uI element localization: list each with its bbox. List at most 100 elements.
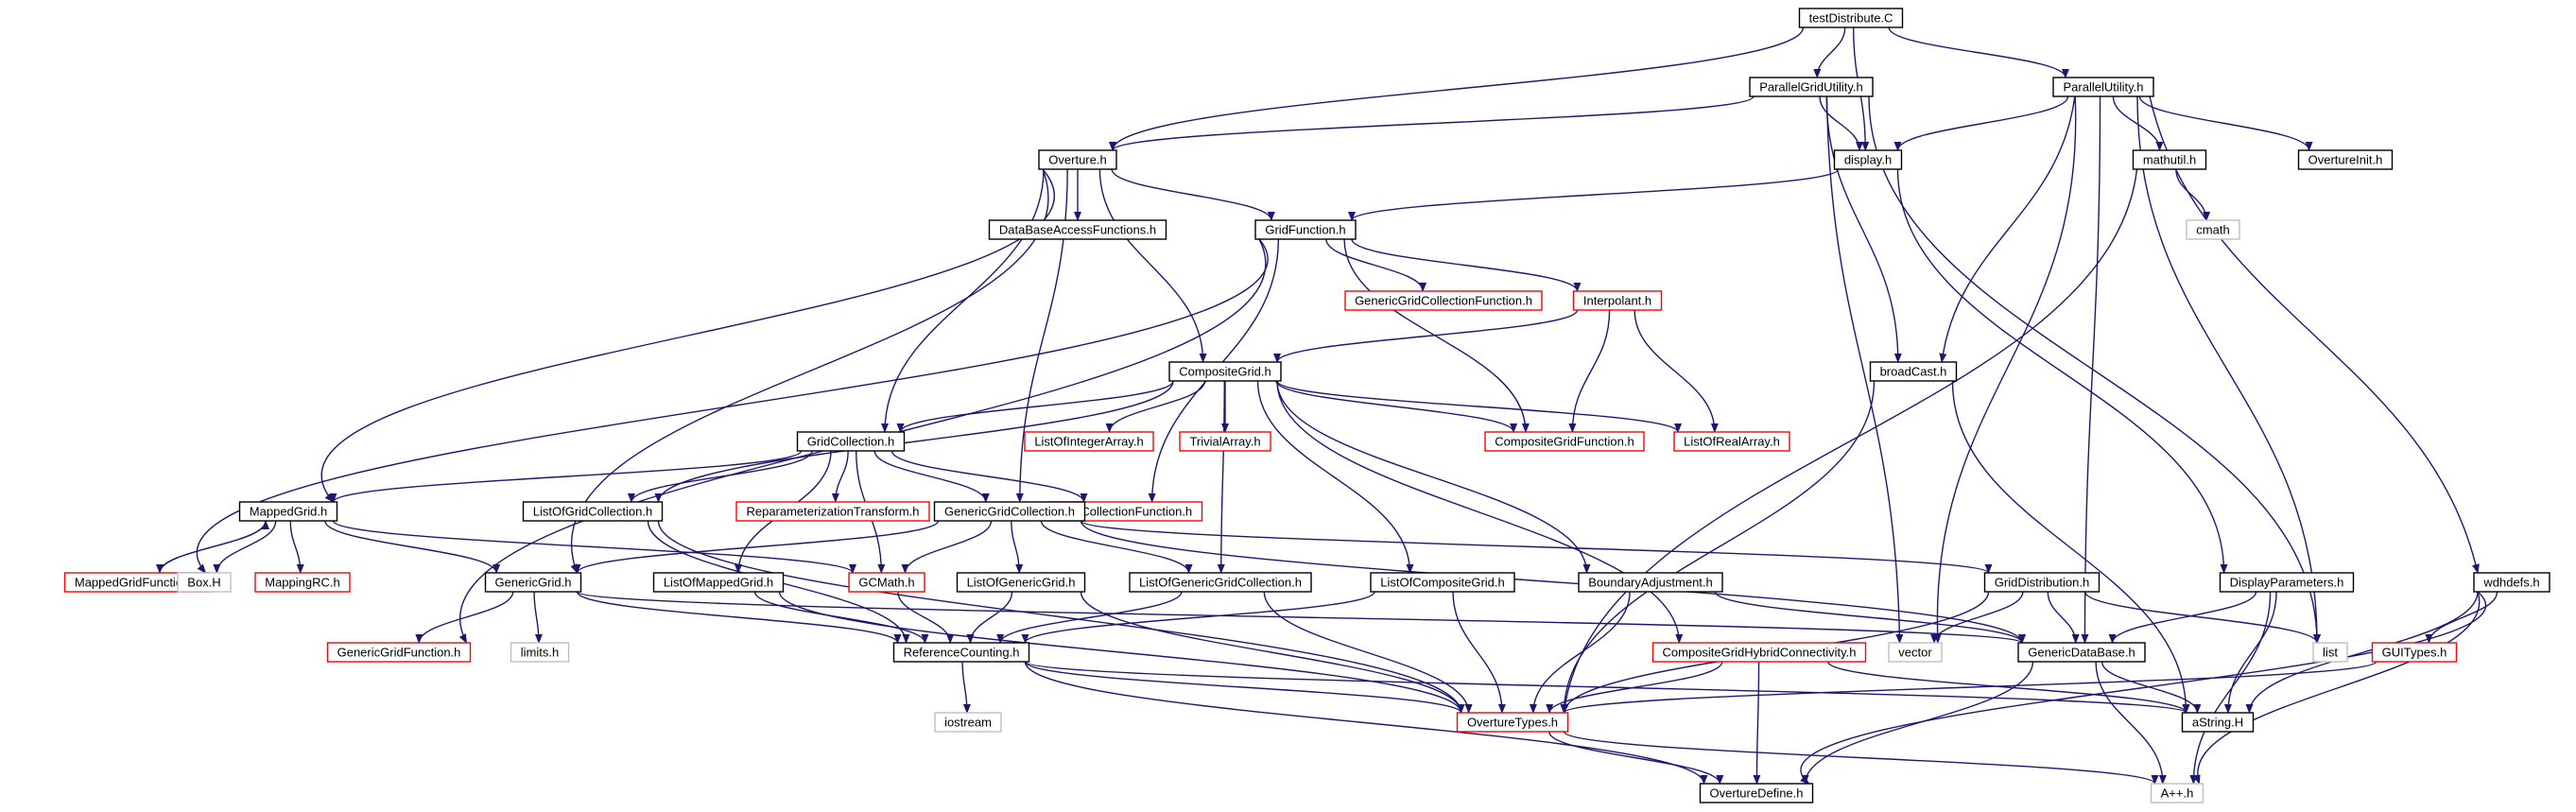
node-overturedefine-h[interactable]: OvertureDefine.h: [1699, 783, 1814, 803]
edge: [890, 450, 1088, 503]
node-listofgenericgrid-h[interactable]: ListOfGenericGrid.h: [956, 572, 1086, 593]
node-box-h[interactable]: Box.H: [177, 572, 232, 593]
edge: [1024, 661, 1708, 785]
node-box: [933, 501, 1086, 522]
node-listofmappedgrid-h[interactable]: ListOfMappedGrid.h: [652, 572, 785, 593]
node-box: [1651, 642, 1867, 663]
node-boundaryadjustment-h[interactable]: BoundaryAdjustment.h: [1578, 572, 1723, 593]
node-label: CompositeGridFunction.h: [1495, 435, 1634, 449]
node-genericgridcollection-h[interactable]: GenericGridCollection.h: [933, 501, 1086, 522]
node-vector[interactable]: vector: [1888, 642, 1943, 663]
node-box: [2473, 572, 2550, 593]
node-gridcollectionfunction-h[interactable]: GridCollectionFunction.h: [1046, 501, 1203, 522]
node-box: [892, 642, 1030, 663]
edge: [1568, 309, 1611, 433]
node-box: [1749, 77, 1874, 97]
node-guitypes-h[interactable]: GUITypes.h: [2371, 642, 2458, 663]
node-genericgrid-h[interactable]: GenericGrid.h: [484, 572, 582, 593]
node-overturetypes-h[interactable]: OvertureTypes.h: [1456, 712, 1569, 733]
node-box: [1038, 149, 1117, 170]
node-box: [2312, 642, 2348, 663]
edge: [1714, 591, 2026, 644]
node-label: MappedGrid.h: [250, 505, 327, 519]
node-listofgridcollection-h[interactable]: ListOfGridCollection.h: [522, 501, 664, 522]
node-genericgridfunction-h[interactable]: GenericGridFunction.h: [326, 642, 472, 663]
edge: [1111, 168, 1275, 221]
node-list[interactable]: list: [2312, 642, 2348, 663]
edge: [654, 380, 1174, 503]
node-referencecounting-h[interactable]: ReferenceCounting.h: [892, 642, 1030, 663]
node-wdhdefs-h[interactable]: wdhdefs.h: [2473, 572, 2550, 593]
node-label: ListOfRealArray.h: [1684, 435, 1780, 449]
node-label: ParallelUtility.h: [2063, 80, 2143, 95]
node-label: OvertureDefine.h: [1710, 786, 1804, 801]
node-gridcollection-h[interactable]: GridCollection.h: [796, 431, 906, 452]
node-parallelutility-h[interactable]: ParallelUtility.h: [2052, 77, 2154, 97]
edge: [1098, 168, 1207, 363]
edge: [576, 591, 2026, 644]
edge: [1825, 95, 1904, 644]
node-label: wdhdefs.h: [2482, 576, 2539, 590]
node-mappingrc-h[interactable]: MappingRC.h: [254, 572, 351, 593]
node-label: GridDistribution.h: [1995, 576, 2089, 590]
node-listofcompositegrid-h[interactable]: ListOfCompositeGrid.h: [1370, 572, 1515, 593]
node-genericdatabase-h[interactable]: GenericDataBase.h: [2017, 642, 2146, 663]
node-a-h[interactable]: A++.h: [2150, 783, 2204, 803]
edge: [1827, 661, 2190, 714]
node-label: aString.H: [2192, 716, 2243, 730]
node-interpolant-h[interactable]: Interpolant.h: [1572, 290, 1663, 311]
node-label: iostream: [944, 716, 992, 730]
node-reparameterizationtransform-h[interactable]: ReparameterizationTransform.h: [735, 501, 930, 522]
node-box: [1572, 290, 1663, 311]
edge: [1951, 380, 2190, 714]
node-iostream[interactable]: iostream: [934, 712, 1002, 733]
node-label: CompositeGridHybridConnectivity.h: [1663, 646, 1857, 660]
node-displayparameters-h[interactable]: DisplayParameters.h: [2219, 572, 2355, 593]
edge: [1024, 661, 2190, 714]
edge: [2192, 591, 2481, 785]
edge: [961, 661, 971, 714]
node-mappedgrid-h[interactable]: MappedGrid.h: [238, 501, 338, 522]
edge: [966, 591, 1013, 644]
node-compositegridfunction-h[interactable]: CompositeGridFunction.h: [1484, 431, 1645, 452]
node-limits-h[interactable]: limits.h: [510, 642, 570, 663]
node-label: GenericDataBase.h: [2028, 646, 2135, 660]
node-compositegrid-h[interactable]: CompositeGrid.h: [1168, 361, 1282, 382]
node-compositegridhybridconnectivity-h[interactable]: CompositeGridHybridConnectivity.h: [1651, 642, 1867, 663]
edge: [1325, 238, 1427, 292]
edge: [901, 520, 993, 574]
node-trivialarray-h[interactable]: TrivialArray.h: [1179, 431, 1271, 452]
edge: [2138, 95, 2313, 151]
edge: [159, 520, 269, 574]
node-listofintegerarray-h[interactable]: ListOfIntegerArray.h: [1024, 431, 1154, 452]
node-astring-h[interactable]: aString.H: [2181, 712, 2255, 733]
node-genericgridcollectionfunction-h[interactable]: GenericGridCollectionFunction.h: [1344, 290, 1543, 311]
node-parallelgridutility-h[interactable]: ParallelGridUtility.h: [1749, 77, 1874, 97]
node-testdistribute-c[interactable]: testDistribute.C: [1798, 8, 1904, 28]
node-mathutil-h[interactable]: mathutil.h: [2132, 149, 2207, 170]
node-gcmath-h[interactable]: GCMath.h: [848, 572, 925, 593]
edge: [1813, 26, 1846, 78]
edge: [1273, 309, 1579, 363]
edge: [778, 591, 1465, 714]
node-cmath[interactable]: cmath: [2186, 219, 2240, 240]
node-mappedgridfunction-h[interactable]: MappedGridFunction.h: [63, 572, 211, 593]
node-databaseaccessfunctions-h[interactable]: DataBaseAccessFunctions.h: [988, 219, 1167, 240]
node-overture-h[interactable]: Overture.h: [1038, 149, 1117, 170]
node-display-h[interactable]: display.h: [1833, 149, 1903, 170]
node-overtureinit-h[interactable]: OvertureInit.h: [2297, 149, 2394, 170]
node-box: [1578, 572, 1723, 593]
node-listofgenericgridcollection-h[interactable]: ListOfGenericGridCollection.h: [1129, 572, 1312, 593]
node-label: ListOfGenericGridCollection.h: [1139, 576, 1302, 590]
node-label: GenericGridCollection.h: [944, 505, 1075, 519]
edge: [2245, 591, 2479, 714]
node-label: MappingRC.h: [265, 576, 340, 590]
node-box: [177, 572, 232, 593]
edge: [1801, 661, 2034, 785]
node-listofrealarray-h[interactable]: ListOfRealArray.h: [1673, 431, 1790, 452]
node-label: ListOfMappedGrid.h: [664, 576, 773, 590]
node-gridfunction-h[interactable]: GridFunction.h: [1254, 219, 1357, 240]
node-label: Interpolant.h: [1583, 294, 1651, 308]
node-griddistribution-h[interactable]: GridDistribution.h: [1983, 572, 2101, 593]
node-broadcast-h[interactable]: broadCast.h: [1869, 361, 1958, 382]
